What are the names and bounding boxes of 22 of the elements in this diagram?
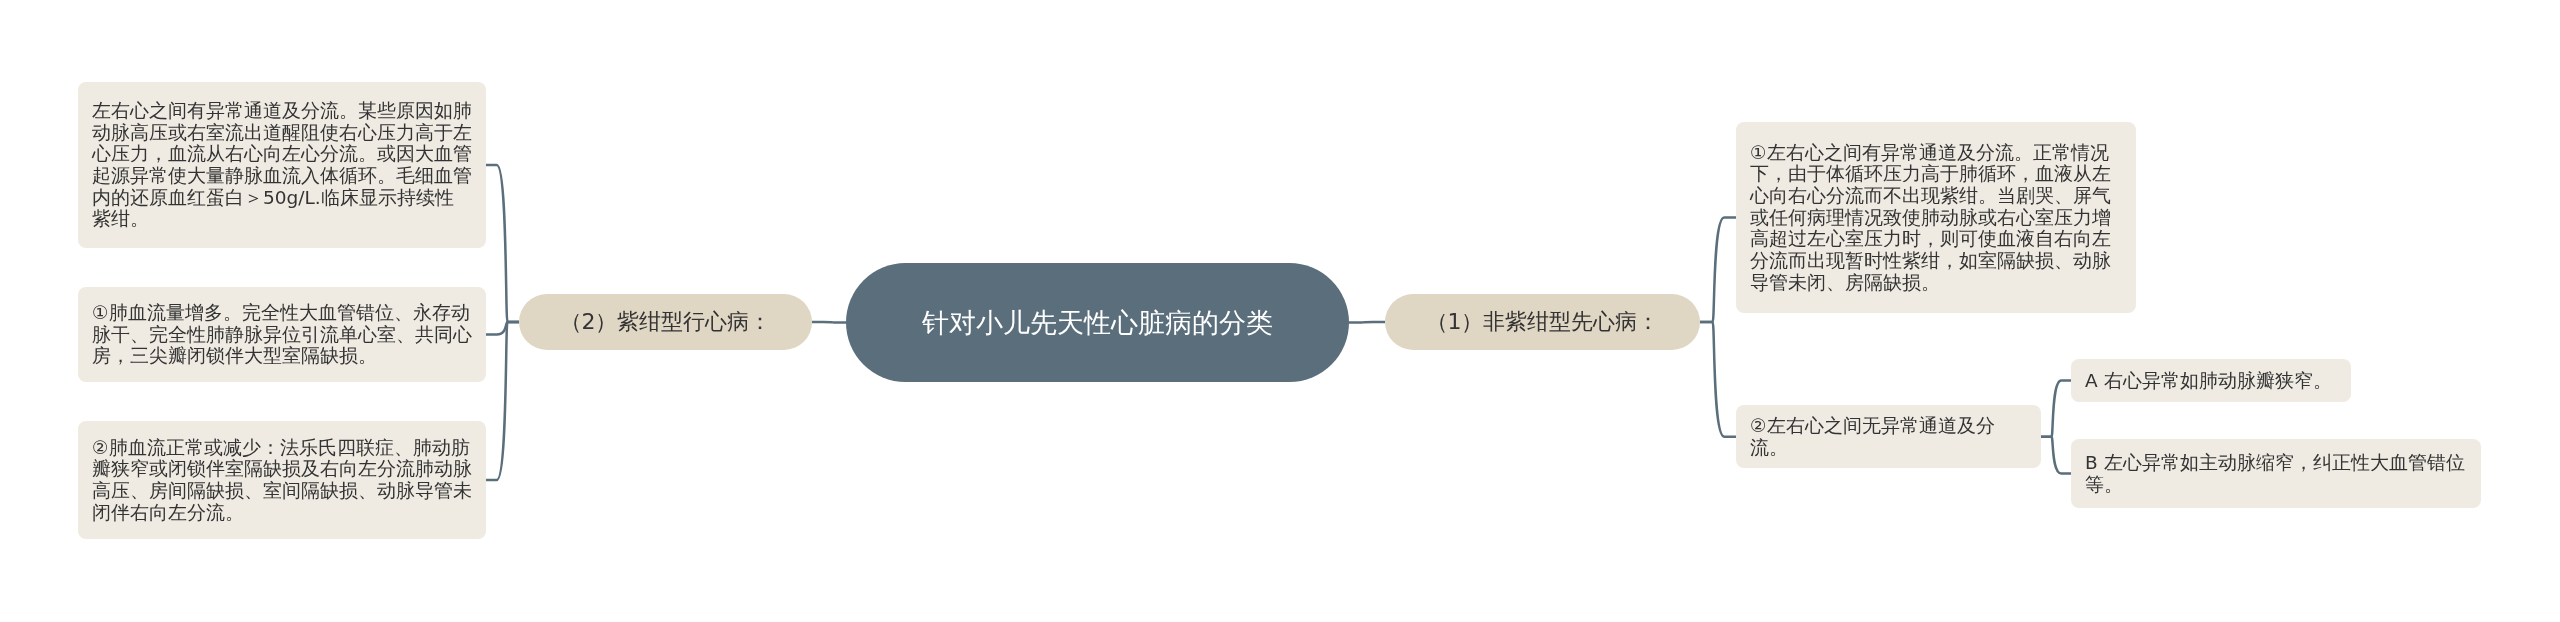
text-card <box>2071 359 2351 402</box>
text-card <box>78 287 486 382</box>
node-text: ①左右心之间有异常通道及分流。正常情况下，由于体循环压力高于肺循环，血液从左心向右心分流而不出现紫绀。当剧哭、屏气或任何病理情况致使肺动脉或右心室压力增高超过左心室压力时，则可使血液自右向左分流而出现暂时性紫绀，如室隔缺损、动脉导管未闭、房隔缺损。 <box>1750 141 2112 294</box>
node-text: 针对小儿先天性心脏病的分类 <box>922 305 1273 340</box>
branch-topic <box>1385 294 1700 350</box>
node-text: （2）紫绀型行心病： <box>559 307 772 336</box>
node-text: B 左心异常如主动脉缩窄，纠正性大血管错位等。 <box>2085 451 2466 496</box>
node-text: A 右心异常如肺动脉瓣狭窄。 <box>2085 369 2332 392</box>
text-card <box>78 82 486 248</box>
node-text: ②左右心之间无异常通道及分流。 <box>1750 415 1996 459</box>
node-text: ②肺血流正常或减少：法乐氏四联症、肺动肪瓣狭窄或闭锁伴室隔缺损及右向左分流肺动脉高压、房间隔缺损、室间隔缺损、动脉导管未闭伴右向左分流。 <box>92 436 472 524</box>
node-text: ①肺血流量增多。完全性大血管错位、永存动脉干、完全性肺静脉异位引流单心室、共同心房，三尖瓣闭锁伴大型室隔缺损。 <box>92 302 472 367</box>
text-card <box>1736 405 2041 469</box>
connector-line <box>1349 320 1385 324</box>
node-text: 左右心之间有异常通道及分流。某些原因如肺动脉高压或右室流出道醒阻使右心压力高于左心压力，血流从右心向左心分流。或因大血管起源异常使大量静脉血流入体循环。毛细血管内的还原血红蛋白＞50g/L.临床显示持续性紫绀。 <box>92 100 472 230</box>
connector-line <box>2041 435 2071 475</box>
text-card <box>2071 439 2481 508</box>
text-card <box>1736 122 2136 313</box>
connector-line <box>812 320 846 324</box>
text-card <box>78 421 486 539</box>
node-text: （1）非紫绀型先心病： <box>1425 307 1660 336</box>
branch-topic <box>519 294 812 350</box>
